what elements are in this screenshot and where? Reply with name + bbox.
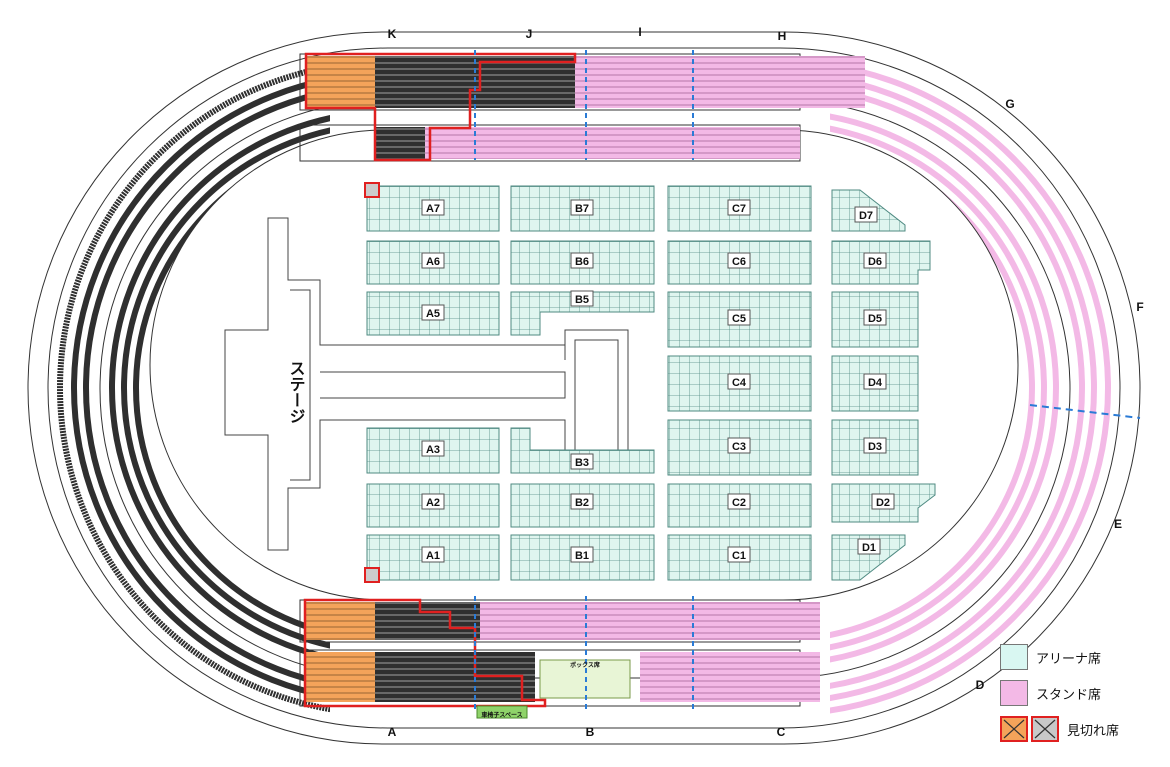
block-label-bg: [421, 252, 445, 269]
gate-label-i: I: [638, 25, 641, 39]
legend-stand: スタンド席: [1000, 676, 1165, 710]
legend-obstructed: 見切れ席: [1000, 712, 1165, 746]
arena-block-c5: C5: [732, 313, 746, 325]
block-label-bg: [857, 538, 881, 555]
arena-block-c2: C2: [732, 497, 746, 509]
arena-block-b1: B1: [575, 550, 589, 562]
arena-block-b7: B7: [575, 203, 589, 215]
legend-stand-swatch: [1000, 680, 1028, 706]
stand-bottom: [299, 596, 820, 719]
block-label-bg: [421, 440, 445, 457]
block-label-bg: [421, 304, 445, 321]
arena-block-c7: C7: [732, 203, 746, 215]
block-label-bg: [727, 309, 751, 326]
arena-block-a6: A6: [426, 256, 440, 268]
block-label-bg: [727, 546, 751, 563]
cross-icon: [1003, 719, 1025, 739]
block-label-bg: [727, 437, 751, 454]
wheelchair-label: 車椅子スペース: [481, 711, 522, 719]
arena-block-a1: A1: [426, 550, 440, 562]
block-label-bg: [871, 493, 895, 510]
section-divider: [1029, 404, 1141, 419]
arena-block-b5: B5: [575, 294, 589, 306]
arena-block-b2: B2: [575, 497, 589, 509]
arena-block-d2: D2: [876, 497, 890, 509]
gate-label-e: E: [1114, 517, 1122, 531]
block-label-bg: [570, 546, 594, 563]
obstructed-seat: [364, 567, 380, 583]
gate-label-b: B: [586, 725, 595, 739]
arena-block-d4: D4: [868, 377, 883, 389]
block-label-bg: [863, 437, 887, 454]
legend-arena-swatch: [1000, 644, 1028, 670]
block-label-bg: [727, 252, 751, 269]
gate-label-j: J: [526, 27, 533, 41]
arena-block-a3: A3: [426, 444, 440, 456]
obstructed-seat: [364, 182, 380, 198]
block-label-bg: [863, 373, 887, 390]
stage-label: ステージ: [287, 360, 305, 424]
legend-stand-label: スタンド席: [1036, 686, 1102, 702]
arena-block-b6: B6: [575, 256, 589, 268]
gate-label-c: C: [777, 725, 786, 739]
stage: [224, 217, 629, 551]
arena-blocks: [366, 185, 936, 581]
legend-arena-label: アリーナ席: [1036, 650, 1102, 666]
gate-label-f: F: [1136, 300, 1143, 314]
gate-label-g: G: [1005, 97, 1014, 111]
block-label-bg: [570, 199, 594, 216]
legend-obstructed-gray-swatch: [1031, 716, 1059, 742]
block-label-bg: [863, 252, 887, 269]
block-label-bg: [421, 493, 445, 510]
arena-block-a7: A7: [426, 203, 440, 215]
stand-top: [299, 50, 865, 162]
gate-label-a: A: [388, 725, 397, 739]
wheelchair-space-box: [476, 705, 528, 719]
cross-icon: [1034, 719, 1056, 739]
arena-block-d7: D7: [859, 210, 873, 222]
block-label-bg: [570, 290, 594, 307]
stand-left: [57, 63, 330, 713]
arena-block-d5: D5: [868, 313, 882, 325]
arena-block-a2: A2: [426, 497, 440, 509]
arena-block-c4: C4: [732, 377, 747, 389]
arena-block-a5: A5: [426, 308, 440, 320]
stand-right: [830, 62, 1111, 714]
arena-block-d1: D1: [862, 542, 876, 554]
block-label-bg: [854, 206, 878, 223]
gate-label-k: K: [388, 27, 397, 41]
legend: アリーナ席 スタンド席 見切れ席: [1000, 640, 1165, 748]
legend-obstructed-orange-swatch: [1000, 716, 1028, 742]
block-label-bg: [863, 309, 887, 326]
block-label-bg: [421, 199, 445, 216]
arena-block-d6: D6: [868, 256, 882, 268]
arena-block-b3: B3: [575, 457, 589, 469]
arena-block-c6: C6: [732, 256, 746, 268]
block-label-bg: [570, 493, 594, 510]
gate-label-d: D: [976, 678, 985, 692]
block-label-bg: [570, 252, 594, 269]
arena-block-c3: C3: [732, 441, 746, 453]
legend-obstructed-label: 見切れ席: [1067, 722, 1120, 738]
block-label-bg: [727, 493, 751, 510]
legend-arena: アリーナ席: [1000, 640, 1165, 674]
arena-block-d3: D3: [868, 441, 882, 453]
block-label-bg: [727, 199, 751, 216]
block-label-bg: [421, 546, 445, 563]
gate-label-h: H: [778, 29, 787, 43]
arena-block-c1: C1: [732, 550, 746, 562]
block-label-bg: [570, 453, 594, 470]
box-seat-label: ボックス席: [570, 661, 600, 669]
block-label-bg: [727, 373, 751, 390]
